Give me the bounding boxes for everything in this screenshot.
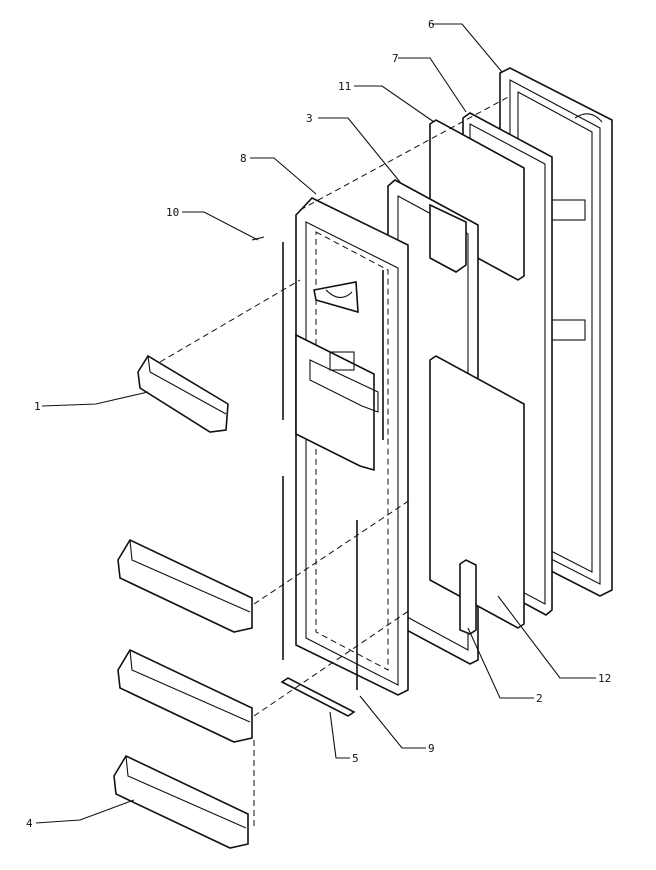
callout-5: 5 (352, 752, 359, 765)
callout-3: 3 (306, 112, 313, 125)
part-8-door-frame (295, 197, 409, 696)
callout-6: 6 (428, 18, 435, 31)
door-bin-middle (117, 648, 253, 743)
part-5-bar (280, 677, 356, 717)
callout-4: 4 (26, 817, 33, 830)
part-2-bracket (459, 559, 477, 635)
callout-12: 12 (598, 672, 611, 685)
callout-10: 10 (166, 206, 179, 219)
part-4-door-bin-lower (113, 754, 249, 849)
callout-1: 1 (34, 400, 41, 413)
leader-lines (35, 23, 596, 824)
callout-8: 8 (240, 152, 247, 165)
callout-labels: 1 2 3 4 5 6 7 8 9 10 11 12 (26, 18, 611, 830)
part-1-door-bin (137, 354, 229, 433)
part-9-rails (282, 242, 384, 690)
callout-11: 11 (338, 80, 351, 93)
callout-9: 9 (428, 742, 435, 755)
part-12-lower-panel (429, 355, 525, 629)
callout-2: 2 (536, 692, 543, 705)
part-10-screw (251, 236, 265, 241)
alignment-lines (159, 95, 511, 826)
callout-7: 7 (392, 52, 399, 65)
door-bin-upper (117, 538, 253, 633)
